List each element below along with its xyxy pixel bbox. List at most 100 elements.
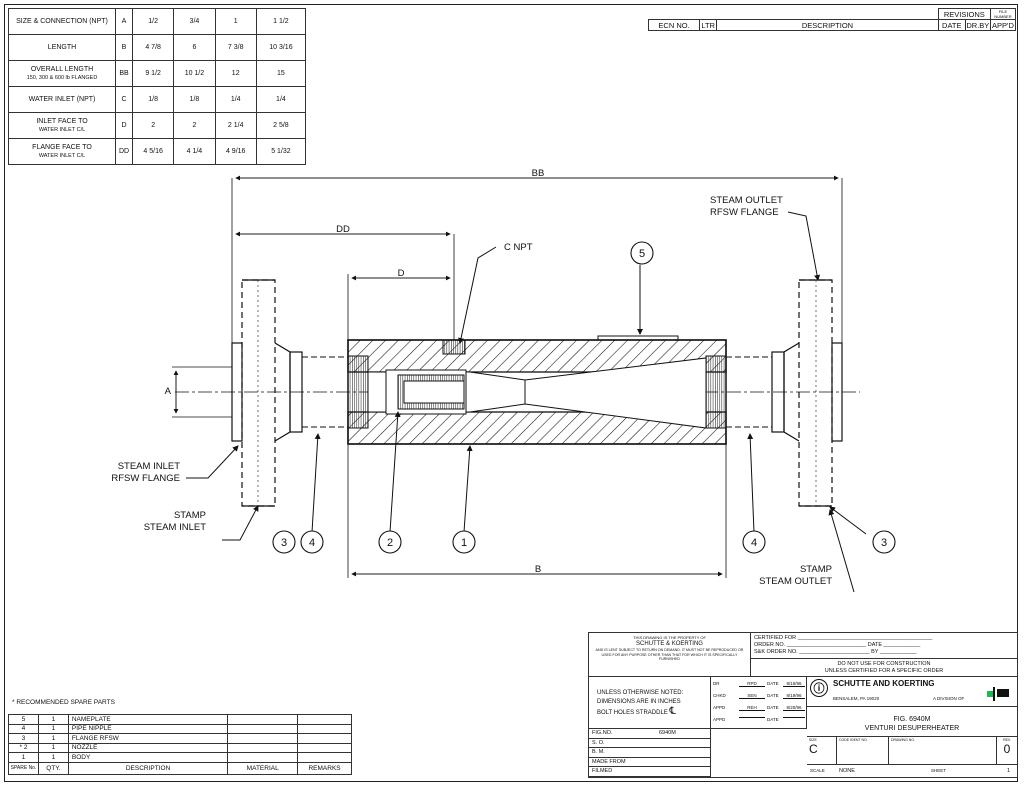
order-date-label: DATE (867, 642, 883, 648)
company-logo-icon: ⓘ (810, 679, 828, 697)
signoff-role: APPD (713, 705, 726, 710)
parts-empty-cell (227, 714, 299, 725)
division-label: A DIVISION OF (933, 696, 965, 701)
order-no-label: ORDER NO. (754, 642, 786, 648)
signoff-name (739, 717, 765, 718)
parts-no: 3 (8, 733, 39, 744)
balloon-4-right: 4 (751, 537, 757, 549)
dimension-value: 1/4 (214, 86, 257, 113)
sheet-label: SHEET (931, 768, 947, 773)
size-value: C (809, 742, 818, 756)
signoff-name: REH (739, 705, 765, 711)
by-label: BY (871, 649, 879, 655)
parts-header-remarks: REMARKS (297, 761, 352, 775)
dimension-label-text: SIZE & CONNECTION (NPT) (16, 18, 108, 25)
company-small: SCHUTTE & KOERTING (636, 641, 703, 647)
signoff-date (783, 717, 805, 718)
signoff-role: CHKD (713, 693, 726, 698)
outlet-flange (771, 279, 843, 507)
parts-qty: 1 (37, 733, 69, 744)
dimension-label-text: FLANGE FACE TO (32, 143, 92, 151)
parts-empty-cell (227, 723, 299, 734)
record-label: S. O. (592, 739, 605, 746)
stamp-outlet-line1: STAMP (800, 564, 832, 575)
parts-desc: NAMEPLATE (67, 714, 229, 725)
steam-outlet-flange-line2: RFSW FLANGE (710, 207, 779, 218)
parts-empty-cell (227, 742, 299, 753)
dimension-value: 1 (214, 8, 257, 35)
balloon-2: 2 (387, 537, 393, 549)
dimension-label-text: WATER INLET (NPT) (28, 96, 96, 103)
parts-header-desc: DESCRIPTION (67, 761, 229, 775)
dimension-lines (172, 175, 843, 578)
parts-no: 5 (8, 714, 39, 725)
signoff-date: 8/19/96 (783, 693, 805, 699)
signoff-role: DR (713, 681, 720, 686)
balloon-3-left: 3 (281, 537, 287, 549)
note-line-1: UNLESS OTHERWISE NOTED: (597, 690, 684, 696)
dimension-value: 5 1/32 (255, 138, 307, 165)
nozzle (385, 369, 467, 415)
drawing-no-label: DRAWING NO. (889, 737, 997, 765)
parts-qty: 1 (37, 752, 69, 763)
not-for-construction: DO NOT USE FOR CONSTRUCTION (837, 661, 931, 667)
parts-no: 4 (8, 723, 39, 734)
stamp-outlet-line2: STEAM OUTLET (759, 576, 832, 587)
drawing-sheet-border (4, 4, 1018, 782)
parts-qty: 1 (37, 742, 69, 753)
parts-empty-cell (297, 733, 352, 744)
unless-certified: UNLESS CERTIFIED FOR A SPECIFIC ORDER (824, 668, 944, 674)
balloon-5: 5 (639, 248, 645, 260)
dimension-value: 4 7/8 (131, 34, 175, 61)
sheet-value: 1 (1007, 768, 1011, 774)
code-ident-label: CODE IDENT NO. (837, 737, 889, 765)
record-label: FIG.NO. (592, 730, 613, 736)
dim-dd-label: DD (336, 224, 350, 235)
record-row: B. M. (589, 748, 711, 758)
centerline-symbol: ℄ (669, 706, 676, 717)
parts-empty-cell (227, 733, 299, 744)
parts-empty-cell (227, 752, 299, 763)
parts-no: * 2 (8, 742, 39, 753)
steam-inlet-flange-line2: RFSW FLANGE (111, 473, 180, 484)
parts-header-qty: QTY. (37, 761, 69, 775)
revision-column-header: APP'D (989, 19, 1017, 31)
dimension-value: 2 (173, 112, 216, 139)
balloon-3-right: 3 (881, 537, 887, 549)
parts-header-no: SPARE No. (8, 761, 39, 775)
dim-b-label: B (535, 564, 541, 575)
inlet-pipe-nipple (302, 356, 348, 428)
record-label: FILMED (592, 768, 613, 775)
balloon-4-left: 4 (309, 537, 315, 549)
company-name: SCHUTTE AND KOERTING (833, 679, 935, 688)
note-line-3: BOLT HOLES STRADDLE (597, 710, 668, 716)
steam-inlet-flange-line1: STEAM INLET (118, 461, 180, 472)
scale-value: NONE (839, 768, 855, 774)
steam-outlet-flange-line1: STEAM OUTLET (710, 195, 783, 206)
company-address: BENSALEM, PA 19020 (833, 696, 880, 701)
dimension-sublabel-text: 150, 300 & 600 lb FLANGED (26, 74, 98, 81)
record-row: MADE FROM (589, 757, 711, 768)
fine-print: AND IS LENT SUBJECT TO RETURN ON DEMAND.… (595, 648, 744, 661)
dimension-value: 7 3/8 (214, 34, 257, 61)
signoff-role: APPD (713, 717, 726, 722)
parts-empty-cell (297, 752, 352, 763)
balloon-1: 1 (461, 537, 467, 549)
dimension-label-text: LENGTH (47, 44, 77, 51)
